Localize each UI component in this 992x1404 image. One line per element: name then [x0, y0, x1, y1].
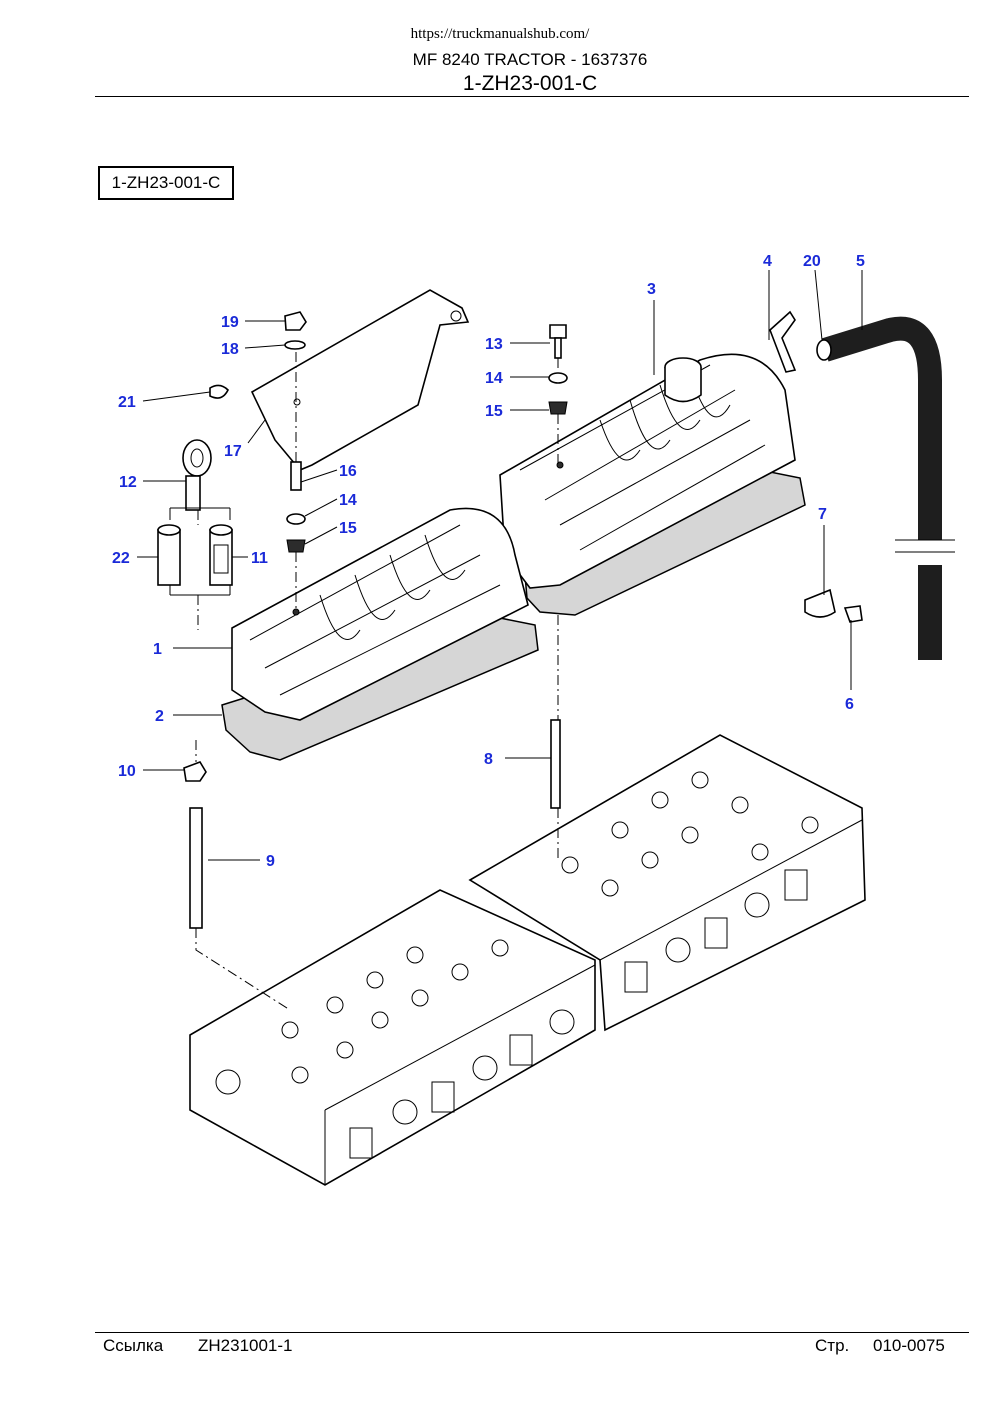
seal-15-right: [548, 401, 568, 415]
heat-shield-bracket: [250, 289, 470, 471]
stud-16: [290, 461, 302, 491]
rocker-cover-right: [499, 353, 806, 616]
callout-13: 13: [485, 336, 503, 353]
callout-18: 18: [221, 341, 239, 358]
washer-18: [284, 340, 306, 350]
leader-lines: [137, 269, 863, 861]
callout-14-left: 14: [339, 492, 357, 509]
callout-7: 7: [818, 506, 827, 523]
callout-12: 12: [119, 474, 137, 491]
breather-hose-5: [821, 316, 942, 540]
callout-17: 17: [224, 443, 242, 460]
hose-clamp-4: [769, 310, 797, 373]
source-url: https://truckmanualshub.com/: [410, 26, 590, 42]
page-title: MF 8240 TRACTOR - 1637376: [412, 50, 648, 69]
callout-5: 5: [856, 253, 865, 270]
callout-8: 8: [484, 751, 493, 768]
clip-7: [804, 588, 836, 618]
spacer-bracket-lines: [169, 507, 231, 596]
rocker-cover-left: [221, 507, 539, 761]
callout-6: 6: [845, 696, 854, 713]
stud-8: [550, 719, 561, 809]
callout-4: 4: [763, 253, 772, 270]
assembly-line: [195, 740, 291, 1011]
callout-21: 21: [118, 394, 136, 411]
bracket-hole: [450, 310, 462, 322]
callout-19: 19: [221, 314, 239, 331]
callout-16: 16: [339, 463, 357, 480]
footer-ref-value: ZH231001-1: [198, 1336, 293, 1355]
clamp-ring-20: [816, 339, 832, 361]
callout-15-right: 15: [485, 403, 503, 420]
nut-10: [183, 761, 207, 782]
callout-1: 1: [153, 641, 162, 658]
washer-14-left: [286, 513, 306, 525]
callout-14-right: 14: [485, 370, 503, 387]
washer-14-right: [548, 372, 568, 384]
callout-20: 20: [803, 253, 821, 270]
bracket-hole: [293, 398, 301, 406]
diagram-code-heading: 1-ZH23-001-C: [462, 72, 598, 95]
callout-2: 2: [155, 708, 164, 725]
callout-3: 3: [647, 281, 656, 298]
cylinder-head-right: [468, 734, 866, 1032]
lifting-eye-12: [182, 439, 212, 511]
footer-divider: [95, 1332, 969, 1333]
bolt-6: [843, 605, 863, 623]
header-divider: [95, 96, 969, 97]
callout-11: 11: [251, 550, 268, 567]
callout-15-left: 15: [339, 520, 357, 537]
nut-19: [284, 311, 307, 331]
clip-21: [209, 384, 229, 399]
seal-15-left: [286, 539, 306, 553]
callout-10: 10: [118, 763, 136, 780]
cylinder-head-left: [189, 889, 596, 1186]
spacer-22: [157, 524, 181, 586]
diagram-code-box: 1-ZH23-001-C: [98, 166, 234, 200]
footer-page-label: Стр.: [815, 1336, 850, 1355]
callout-22: 22: [112, 550, 130, 567]
stud-9: [189, 807, 203, 929]
footer-page-value: 010-0075: [873, 1336, 945, 1355]
hose-break-mark: [895, 539, 955, 553]
callout-9: 9: [266, 853, 275, 870]
footer-ref-label: Ссылка: [103, 1336, 164, 1355]
bolt-13: [549, 324, 567, 359]
spacer-11: [209, 524, 233, 586]
